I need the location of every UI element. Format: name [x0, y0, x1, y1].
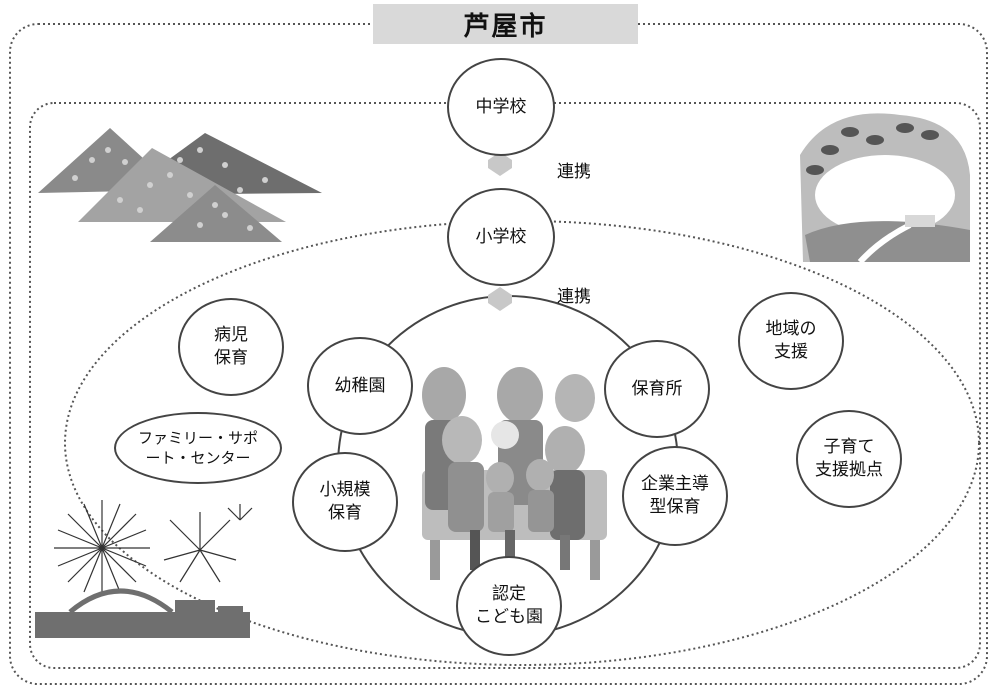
link-arrow-lower: [488, 287, 512, 311]
node-small-scale-nursery: 小規模 保育: [292, 452, 398, 552]
link-label-upper: 連携: [557, 162, 591, 182]
city-title: 芦屋市: [373, 4, 638, 44]
node-junior-high-school: 中学校: [447, 58, 555, 156]
node-sick-child-care: 病児 保育: [178, 298, 284, 396]
node-elementary-school: 小学校: [447, 188, 555, 286]
node-community-support: 地域の 支援: [738, 292, 844, 390]
node-corporate-nursery: 企業主導 型保育: [622, 446, 728, 546]
node-childcare-support-hub: 子育て 支援拠点: [796, 410, 902, 508]
link-arrow-upper: [488, 152, 512, 176]
node-certified-childcare-center: 認定 こども園: [456, 556, 562, 656]
node-kindergarten: 幼稚園: [307, 337, 413, 435]
fireworks-illustration: [54, 500, 253, 596]
landscape-illustration: [800, 113, 970, 265]
family-illustration: [422, 367, 607, 580]
node-nursery: 保育所: [604, 340, 710, 438]
link-label-lower: 連携: [557, 287, 591, 307]
community-ellipse: [64, 220, 980, 666]
mountains-illustration: [38, 128, 322, 242]
bridge-illustration: [35, 588, 250, 638]
node-family-support-center: ファミリー・サポ ート・センター: [114, 412, 282, 484]
